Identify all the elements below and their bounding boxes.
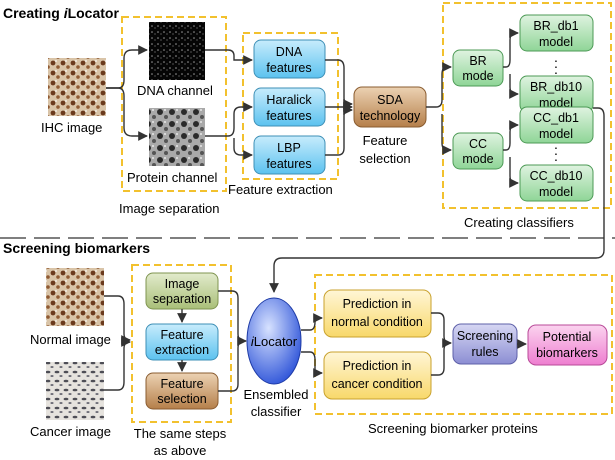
arrow-cancer-to-steps [104, 337, 131, 391]
feature-extraction-group [242, 32, 339, 180]
protein-channel-label: Protein channel [127, 170, 217, 185]
ihc-image-label: IHC image [41, 120, 102, 135]
arrow-protein-to-lbp [233, 138, 253, 160]
arrow-models-to-ilocator [269, 107, 605, 293]
arrow-dna-to-dna-features [205, 49, 253, 65]
feature-extraction-label: Feature extraction [228, 182, 333, 197]
section-title-creating: Creating iLocator [3, 5, 119, 21]
br-ellipsis-2: · [554, 58, 559, 74]
br-ellipsis-1: · [554, 52, 559, 68]
arrow-br-to-db10 [509, 74, 519, 99]
arrow-ilocator-to-cancer [301, 351, 323, 378]
ilocator-ellipse [246, 297, 302, 385]
normal-image-label: Normal image [30, 332, 111, 347]
image-separation-label: Image separation [119, 201, 219, 216]
same-steps-group [131, 264, 232, 423]
potential-biomarkers-box [527, 324, 608, 366]
arrow-sda-to-br [426, 62, 452, 108]
cc-ellipsis-2: · [554, 145, 559, 161]
arrow-cc-to-db1 [503, 120, 519, 151]
arrow-cancer-to-rules [431, 342, 451, 376]
arrow-steps-bottom-to-ilocator [218, 340, 246, 392]
arrow-ilocator-to-normal [301, 313, 323, 331]
arrow-normal-to-rules [431, 312, 452, 348]
dna-channel-image [149, 22, 205, 80]
arrow-sda-to-cc [441, 114, 452, 155]
arrow-steps-top-to-ilocator [218, 290, 247, 346]
arrow-protein-to-haralick [205, 102, 253, 137]
creating-classifiers-group [442, 2, 612, 209]
arrow-ihc-to-dna [106, 45, 148, 89]
cc-ellipsis-3: · [554, 151, 559, 167]
dna-features-box [253, 39, 326, 79]
screening-group [314, 274, 613, 415]
cc-db1-model-box [519, 106, 594, 144]
cancer-image-label: Cancer image [30, 424, 111, 439]
cc-ellipsis-1: · [554, 139, 559, 155]
normal-image [46, 268, 104, 326]
ilocator-text: iLocator [251, 334, 298, 349]
cancer-image [46, 362, 104, 420]
dna-channel-label: DNA channel [137, 83, 213, 98]
arrow-br-to-db1 [503, 28, 519, 68]
arrow-ihc-to-protein [106, 87, 148, 141]
arrow-lbp-to-sda [325, 105, 353, 156]
ihc-image [48, 58, 106, 116]
br-ellipsis-3: · [554, 64, 559, 80]
screening-proteins-label: Screening biomarker proteins [368, 421, 538, 436]
creating-classifiers-label: Creating classifiers [464, 215, 574, 230]
image-separation-group [121, 16, 227, 192]
cc-db10-model-box [519, 164, 594, 202]
br-mode-box [452, 49, 504, 87]
protein-channel-image [149, 108, 205, 166]
cc-mode-box [452, 132, 504, 170]
section-title-screening: Screening biomarkers [3, 240, 150, 256]
br-db1-model-box [519, 14, 594, 52]
arrow-cc-to-db10 [509, 157, 519, 188]
